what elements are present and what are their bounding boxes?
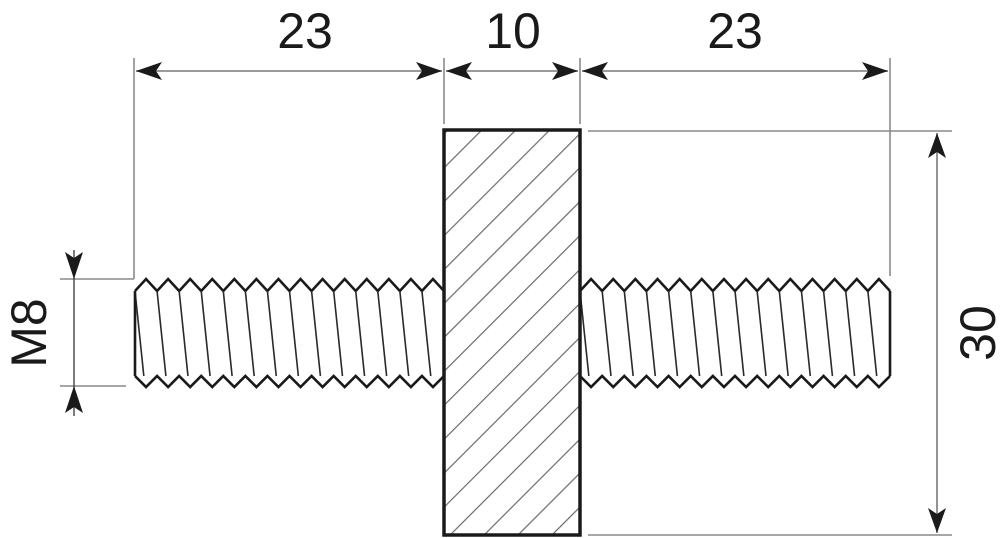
- label-right-23: 23: [707, 3, 763, 59]
- left-threaded-stud: [133, 277, 446, 389]
- label-thread-m8: M8: [1, 298, 57, 367]
- dimension-left-23: [136, 62, 442, 80]
- dimension-center-10: [446, 62, 578, 80]
- right-threaded-stud: [578, 277, 892, 389]
- dimension-right-23: [582, 62, 888, 80]
- hatched-block: [442, 128, 582, 537]
- dimension-height-30: [928, 133, 946, 533]
- label-left-23: 23: [277, 3, 333, 59]
- dimension-thread-m8: [65, 250, 83, 416]
- extension-lines: [60, 58, 952, 536]
- label-center-10: 10: [485, 3, 541, 59]
- label-height-30: 30: [950, 305, 1000, 361]
